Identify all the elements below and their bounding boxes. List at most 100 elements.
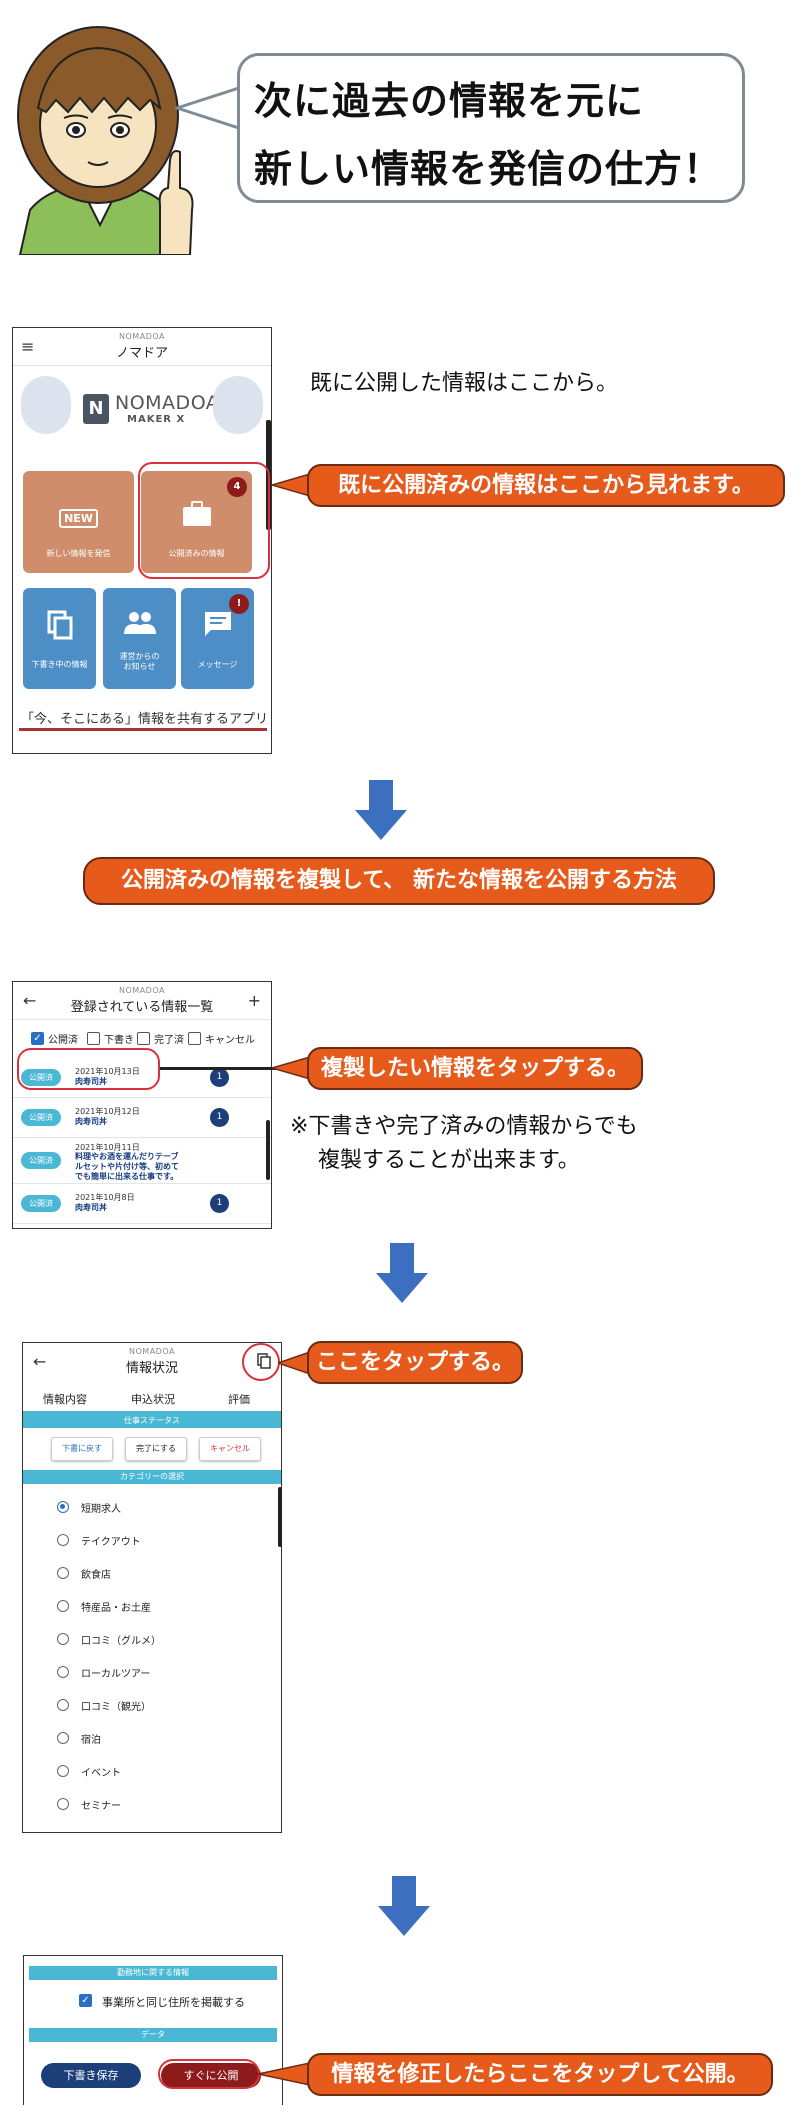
radio-button[interactable] xyxy=(57,1732,69,1744)
tile-new-post[interactable]: NEW 新しい情報を発信 xyxy=(23,471,134,573)
radio-button[interactable] xyxy=(57,1666,69,1678)
connector-line xyxy=(160,1067,310,1070)
bubble-line-1: 次に過去の情報を元に xyxy=(254,79,645,123)
radio-button[interactable] xyxy=(57,1633,69,1645)
row-date: 2021年10月12日 xyxy=(75,1107,140,1116)
tile-label: 下書き中の情報 xyxy=(31,660,88,669)
cancel-button[interactable]: キャンセル xyxy=(199,1437,261,1461)
category-label: イベント xyxy=(81,1768,121,1779)
radio-button[interactable] xyxy=(57,1699,69,1711)
scrollbar[interactable] xyxy=(278,1487,282,1547)
back-arrow-icon[interactable]: ← xyxy=(33,1352,47,1371)
chat-icon xyxy=(181,610,254,645)
row-title-line: 料理やお酒を運んだりテーブ xyxy=(75,1152,179,1161)
people-illustration-right xyxy=(213,376,263,434)
screen-title: 情報状況 xyxy=(125,1361,178,1376)
status-badge: 公開済 xyxy=(21,1195,61,1212)
tab-ratings[interactable]: 評価 xyxy=(228,1393,250,1406)
app-tagline: 「今、そこにある」情報を共有するアプリ xyxy=(21,712,269,727)
row-title: 肉寿司丼 xyxy=(75,1203,107,1212)
tile-drafts[interactable]: 下書き中の情報 xyxy=(23,588,96,689)
tab-post-content[interactable]: 情報内容 xyxy=(43,1393,87,1406)
filter-draft-checkbox[interactable] xyxy=(87,1032,100,1045)
note-line-1: ※下書きや完了済みの情報からでも xyxy=(290,1114,638,1139)
back-arrow-icon[interactable]: ← xyxy=(23,991,37,1010)
radio-button[interactable] xyxy=(57,1501,69,1513)
job-status-header: 仕事ステータス xyxy=(23,1414,281,1428)
row-date: 2021年10月13日 xyxy=(75,1067,140,1076)
address-option-row: ✓ 事業所と同じ住所を掲載する xyxy=(24,1980,282,2020)
app-header: ≡ NOMADOA ノマドア xyxy=(13,328,271,366)
logo-sub: MAKER X xyxy=(127,414,186,425)
callout-tail xyxy=(278,1351,310,1375)
speech-bubble: 次に過去の情報を元に 新しい情報を発信の仕方！ xyxy=(237,53,745,203)
radio-button[interactable] xyxy=(57,1534,69,1546)
home-screen: ≡ NOMADOA ノマドア N NOMADOA MAKER X NEW 新しい… xyxy=(12,327,272,754)
category-label: 飲食店 xyxy=(81,1570,111,1581)
tile-notices[interactable]: 運営からのお知らせ xyxy=(103,588,176,689)
brand-label: NOMADOA xyxy=(119,332,165,341)
same-address-checkbox[interactable]: ✓ xyxy=(79,1994,92,2007)
tile-messages[interactable]: メッセージ ! xyxy=(181,588,254,689)
plus-icon[interactable]: + xyxy=(247,991,261,1010)
filter-label: 完了済 xyxy=(154,1035,184,1046)
people-illustration-left xyxy=(21,376,71,434)
row-date: 2021年10月8日 xyxy=(75,1193,135,1202)
filter-cancel-checkbox[interactable] xyxy=(188,1032,201,1045)
save-draft-button[interactable]: 下書き保存 xyxy=(41,2063,141,2088)
callout-tail xyxy=(272,473,310,497)
callout-tap-here: ここをタップする。 xyxy=(307,1341,523,1384)
tile-published[interactable]: 公開済みの情報 4 xyxy=(141,471,252,573)
new-icon: NEW xyxy=(59,509,98,528)
published-count-badge: 4 xyxy=(227,477,247,497)
filter-completed-checkbox[interactable] xyxy=(137,1032,150,1045)
banner: N NOMADOA MAKER X xyxy=(13,366,271,466)
tab-applications[interactable]: 申込状況 xyxy=(131,1393,175,1406)
list-item[interactable]: 公開済 2021年10月12日 肉寿司丼 1 xyxy=(13,1098,271,1138)
app-title: ノマドア xyxy=(115,346,168,361)
list-title: 登録されている情報一覧 xyxy=(70,1000,214,1015)
scrollbar[interactable] xyxy=(266,1120,270,1180)
radio-button[interactable] xyxy=(57,1600,69,1612)
category-label: 宿泊 xyxy=(81,1735,101,1746)
filter-published-checkbox[interactable]: ✓ xyxy=(31,1032,44,1045)
category-header: カテゴリーの選択 xyxy=(23,1470,281,1484)
status-button-row: 下書に戻す 完了にする キャンセル xyxy=(23,1428,281,1470)
highlight-ring-row xyxy=(17,1048,160,1090)
tab-bar: 情報内容 申込状況 評価 xyxy=(23,1381,281,1414)
bubble-line-2: 新しい情報を発信の仕方！ xyxy=(254,147,723,191)
data-header: データ xyxy=(29,2028,277,2042)
filter-label: 公開済 xyxy=(48,1035,78,1046)
down-arrow-icon xyxy=(378,1876,430,1936)
callout-published-view: 既に公開済みの情報はここから見れます。 xyxy=(307,464,785,507)
radio-button[interactable] xyxy=(57,1765,69,1777)
filter-label: キャンセル xyxy=(205,1035,255,1046)
note-line-2: 複製することが出来ます。 xyxy=(318,1148,580,1173)
status-filter-row: ✓ 公開済 下書き 完了済 キャンセル xyxy=(13,1020,271,1054)
revert-draft-button[interactable]: 下書に戻す xyxy=(51,1437,113,1461)
logo-mark: N xyxy=(83,394,109,424)
category-label: 短期求人 xyxy=(81,1504,121,1515)
category-label: ローカルツアー xyxy=(81,1669,151,1680)
status-badge: 公開済 xyxy=(21,1152,61,1169)
category-label: テイクアウト xyxy=(81,1537,141,1548)
caption-published-here: 既に公開した情報はここから。 xyxy=(310,371,619,396)
list-item[interactable]: 公開済 2021年10月8日 肉寿司丼 1 xyxy=(13,1184,271,1224)
row-title-line: でも簡単に出来る仕事です。 xyxy=(75,1172,179,1181)
post-status-screen: ← NOMADOA 情報状況 情報内容 申込状況 評価 仕事ステータス 下書に戻… xyxy=(22,1342,282,1833)
message-alert-badge: ! xyxy=(229,594,249,614)
list-item[interactable]: 公開済 2021年10月13日 肉寿司丼 1 xyxy=(13,1058,271,1098)
radio-button[interactable] xyxy=(57,1798,69,1810)
radio-button[interactable] xyxy=(57,1567,69,1579)
list-item[interactable]: 公開済 2021年10月11日 料理やお酒を運んだりテーブ ルセットや片付け等、… xyxy=(13,1138,271,1184)
mark-complete-button[interactable]: 完了にする xyxy=(125,1437,187,1461)
post-edit-screen: 勤務地に関する情報 ✓ 事業所と同じ住所を掲載する データ 下書き保存 すぐに公… xyxy=(23,1955,283,2105)
publish-now-button[interactable]: すぐに公開 xyxy=(161,2063,261,2088)
callout-publish: 情報を修正したらここをタップして公開。 xyxy=(307,2053,773,2096)
row-count-badge: 1 xyxy=(210,1068,229,1087)
category-label: 口コミ（観光） xyxy=(81,1702,151,1713)
down-arrow-icon xyxy=(355,780,407,840)
tagline-underline xyxy=(19,728,267,731)
category-label: 特産品・お土産 xyxy=(81,1603,151,1614)
hamburger-icon[interactable]: ≡ xyxy=(21,337,35,356)
